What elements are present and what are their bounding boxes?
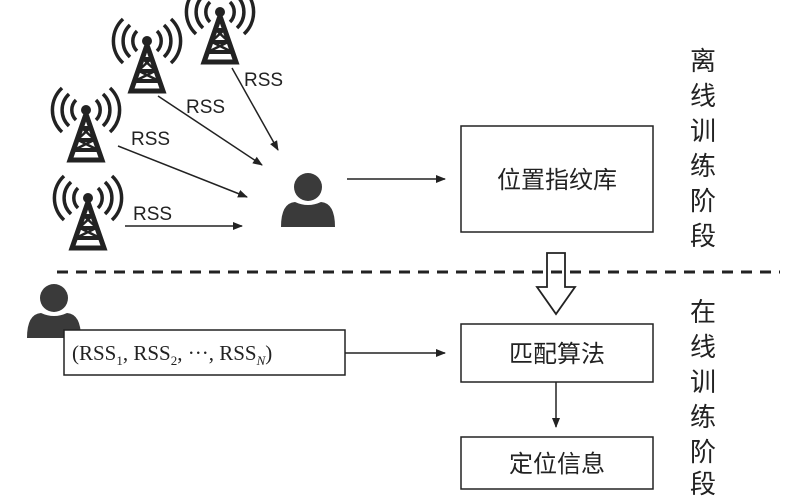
matching-algorithm-box bbox=[460, 323, 654, 383]
rss-vector-formula: (RSS1, RSS2, ···, RSSN) bbox=[72, 341, 272, 368]
rss-label: RSS bbox=[133, 204, 172, 225]
fingerprint-db-label: 位置指纹库 bbox=[497, 166, 617, 194]
svg-text:训: 训 bbox=[690, 117, 716, 147]
svg-text:练: 练 bbox=[690, 403, 716, 433]
svg-text:离: 离 bbox=[690, 47, 716, 77]
svg-text:段: 段 bbox=[690, 470, 716, 496]
svg-text:阶: 阶 bbox=[690, 187, 716, 217]
location-info-box bbox=[460, 436, 654, 490]
cell-tower-icon bbox=[54, 176, 121, 248]
rss-label: RSS bbox=[131, 129, 170, 150]
cell-tower-icon bbox=[186, 0, 253, 62]
svg-text:阶: 阶 bbox=[690, 438, 716, 468]
location-info-label: 定位信息 bbox=[509, 450, 605, 478]
cell-tower-icon bbox=[113, 19, 180, 91]
user-icon bbox=[281, 173, 335, 227]
matching-algorithm-label: 匹配算法 bbox=[509, 340, 605, 368]
svg-text:线: 线 bbox=[690, 82, 716, 112]
rss-label: RSS bbox=[186, 97, 225, 118]
svg-text:训: 训 bbox=[690, 368, 716, 398]
svg-text:线: 线 bbox=[690, 333, 716, 363]
online-phase-label: 在 线 训 练 阶 段 bbox=[690, 298, 716, 496]
rss-label: RSS bbox=[244, 70, 283, 91]
rss-arrow bbox=[117, 145, 248, 198]
svg-text:练: 练 bbox=[690, 152, 716, 182]
fingerprint-db-box bbox=[460, 125, 654, 233]
hollow-down-arrow-icon bbox=[535, 252, 577, 316]
offline-phase-label: 离 线 训 练 阶 段 bbox=[690, 47, 716, 252]
svg-text:在: 在 bbox=[690, 298, 716, 328]
rss-arrow bbox=[157, 95, 263, 166]
svg-text:段: 段 bbox=[690, 222, 716, 252]
cell-tower-icon bbox=[52, 88, 119, 160]
rss-arrow bbox=[231, 67, 279, 151]
